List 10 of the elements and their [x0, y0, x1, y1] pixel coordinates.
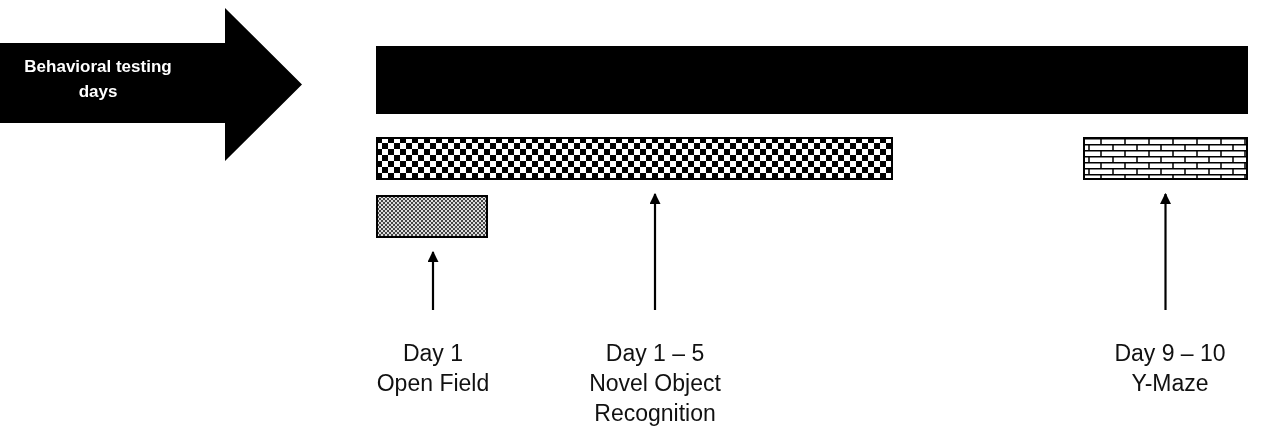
test-name: Novel Object Recognition	[588, 369, 722, 428]
arrow	[1160, 192, 1171, 310]
test-name: Open Field	[375, 369, 491, 398]
arrow-label: Behavioral testing days	[23, 56, 173, 103]
test-name: Y-Maze	[1130, 369, 1210, 398]
day-label: Day 9 – 10	[1113, 339, 1227, 368]
arrow	[649, 192, 661, 310]
day-label: Day 1 – 5	[604, 339, 706, 368]
day-label: Day 1	[401, 339, 465, 368]
arrow	[427, 250, 439, 310]
